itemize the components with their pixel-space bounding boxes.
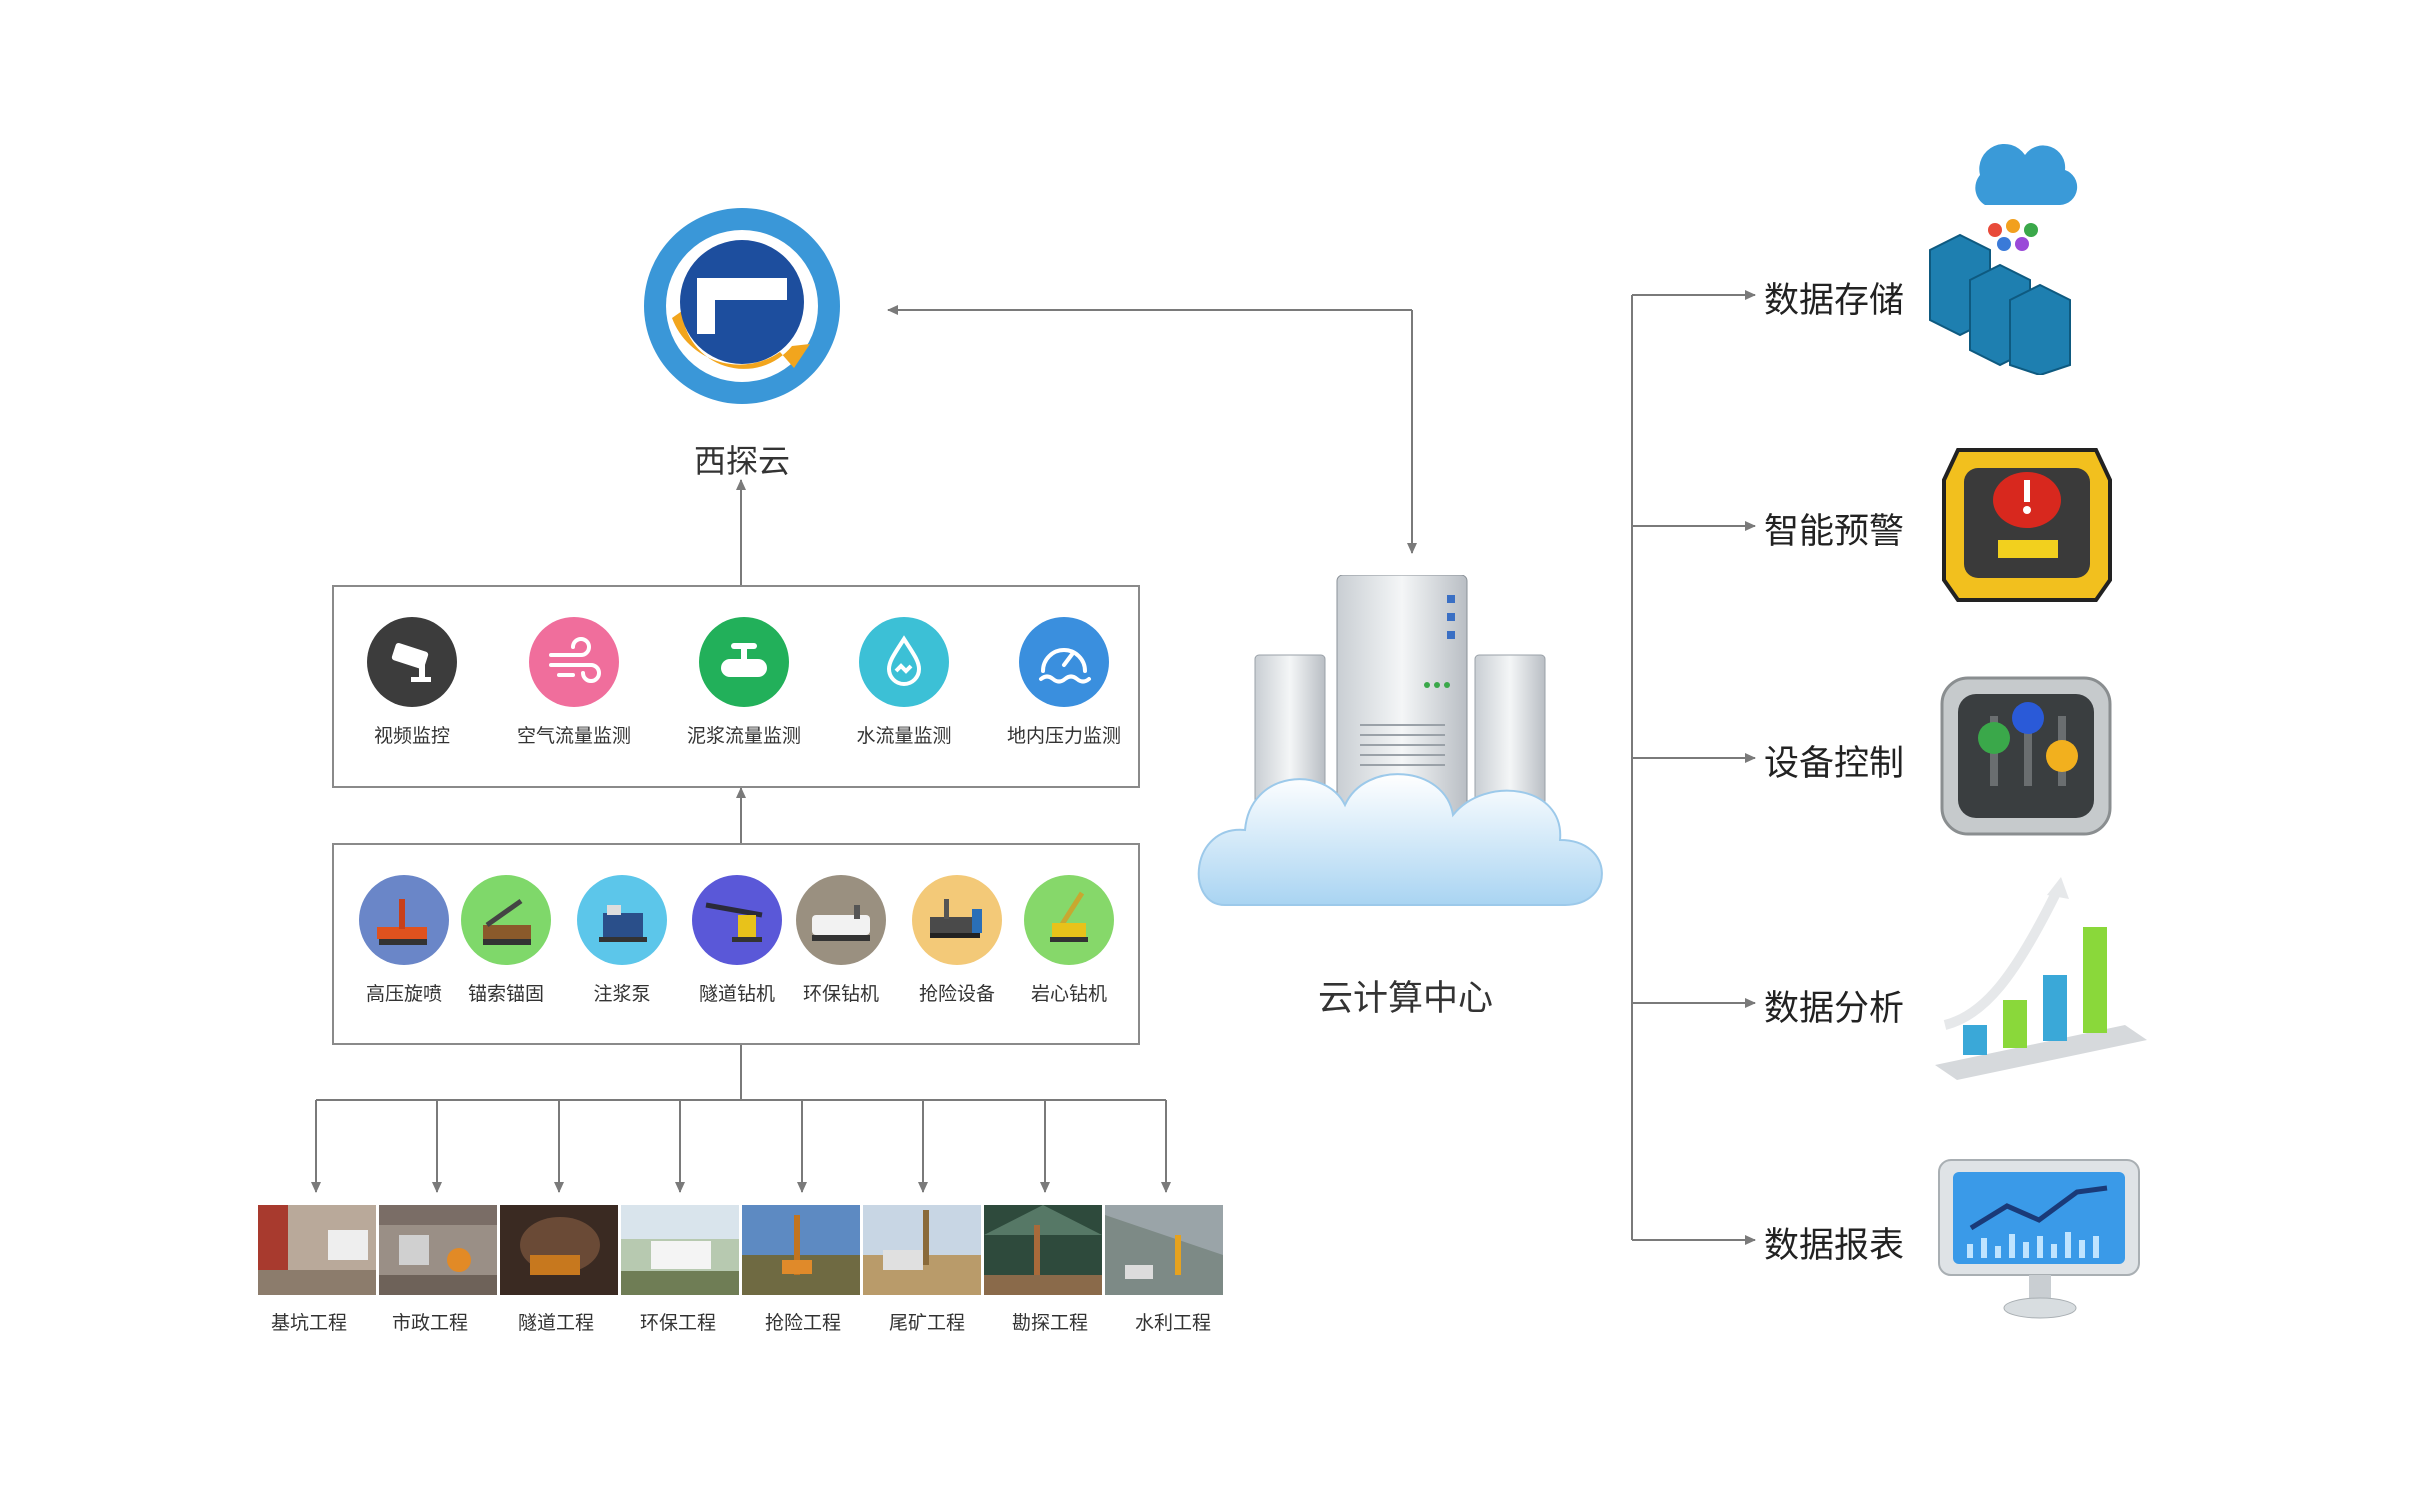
project-label: 隧道工程 <box>517 1312 594 1334</box>
equipment-panel: 高压旋喷 锚索锚固 注浆泵 隧道钻机 环保钻机 抢险设备 岩心钻机 <box>332 843 1140 1045</box>
equipment-label: 隧道钻机 <box>698 983 775 1005</box>
equipment-item: 岩心钻机 <box>1014 875 1124 1006</box>
project-photo-tunnel <box>500 1205 618 1295</box>
grout-pump-icon <box>577 875 667 965</box>
monitor-label: 水流量监测 <box>856 725 952 747</box>
alarm-icon <box>1938 440 2116 608</box>
equipment-label: 锚索锚固 <box>467 983 544 1005</box>
equipment-label: 高压旋喷 <box>365 983 442 1005</box>
monitor-item-pressure: 地内压力监测 <box>994 617 1134 748</box>
monitor-item-air: 空气流量监测 <box>509 617 639 748</box>
valve-icon <box>699 617 789 707</box>
water-drop-icon <box>859 617 949 707</box>
project-photo-foundation-pit <box>258 1205 376 1295</box>
equipment-label: 抢险设备 <box>918 983 995 1005</box>
tunnel-rig-icon <box>692 875 782 965</box>
monitor-report-icon <box>1937 1158 2142 1321</box>
project-photo-rescue <box>742 1205 860 1295</box>
project-photo-exploration <box>984 1205 1102 1295</box>
equipment-item: 隧道钻机 <box>682 875 792 1006</box>
function-label: 数据报表 <box>1764 1226 1905 1266</box>
cloud-server-icon <box>1195 574 1605 920</box>
function-label: 智能预警 <box>1764 512 1905 552</box>
equipment-item: 高压旋喷 <box>354 875 454 1006</box>
project-label: 水利工程 <box>1134 1312 1211 1334</box>
brand-name: 西探云 <box>694 442 791 480</box>
camera-icon <box>367 617 457 707</box>
project-photo-water-conservancy <box>1105 1205 1223 1295</box>
project-label: 市政工程 <box>391 1312 468 1334</box>
monitor-item-mud: 泥浆流量监测 <box>674 617 814 748</box>
project-label: 环保工程 <box>639 1312 716 1334</box>
bar-chart-icon <box>1925 865 2147 1085</box>
monitor-item-video: 视频监控 <box>352 617 472 748</box>
project-photo-tailings <box>863 1205 981 1295</box>
wind-icon <box>529 617 619 707</box>
equipment-item: 环保钻机 <box>786 875 896 1006</box>
monitor-label: 视频监控 <box>373 725 450 747</box>
equipment-item: 抢险设备 <box>902 875 1012 1006</box>
monitor-label: 地内压力监测 <box>1006 725 1121 747</box>
anchor-rig-icon <box>461 875 551 965</box>
project-photo-environmental <box>621 1205 739 1295</box>
monitoring-panel: 视频监控 空气流量监测 泥浆流量监测 水流量监测 地内压力监测 <box>332 585 1140 788</box>
equipment-label: 岩心钻机 <box>1030 983 1107 1005</box>
function-label: 设备控制 <box>1764 744 1905 784</box>
project-label: 勘探工程 <box>1011 1312 1088 1334</box>
control-panel-icon <box>1940 676 2112 836</box>
project-label: 尾矿工程 <box>888 1312 965 1334</box>
function-label: 数据存储 <box>1764 281 1905 321</box>
rig-icon <box>359 875 449 965</box>
gauge-icon <box>1019 617 1109 707</box>
equipment-item: 注浆泵 <box>572 875 672 1006</box>
equipment-label: 注浆泵 <box>593 983 651 1005</box>
project-label: 抢险工程 <box>764 1312 841 1334</box>
monitor-label: 空气流量监测 <box>516 725 631 747</box>
core-rig-icon <box>1024 875 1114 965</box>
cloud-center-label: 云计算中心 <box>1318 979 1494 1019</box>
project-photo-municipal <box>379 1205 497 1295</box>
function-label: 数据分析 <box>1764 989 1905 1029</box>
xitan-logo <box>642 206 842 406</box>
equipment-item: 锚索锚固 <box>456 875 556 1006</box>
project-label: 基坑工程 <box>270 1312 347 1334</box>
storage-icon <box>1925 130 2095 377</box>
eco-rig-icon <box>796 875 886 965</box>
equipment-label: 环保钻机 <box>802 983 879 1005</box>
monitor-label: 泥浆流量监测 <box>686 725 801 747</box>
rescue-equipment-icon <box>912 875 1002 965</box>
monitor-item-water: 水流量监测 <box>839 617 969 748</box>
